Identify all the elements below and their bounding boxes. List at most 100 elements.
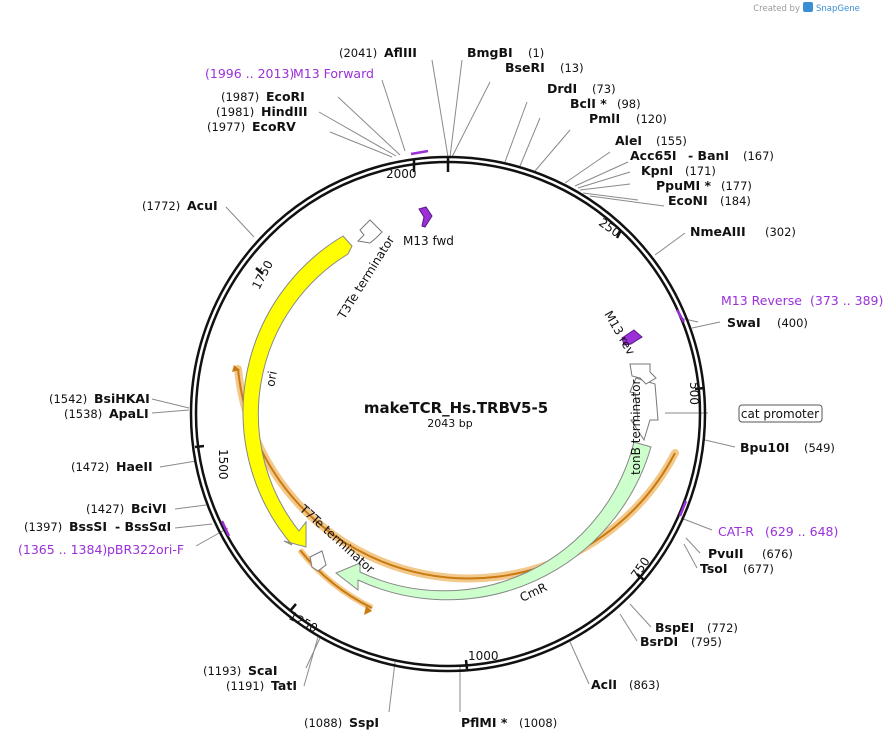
site-pmli: PmlI <box>589 111 620 126</box>
primer-bar-cat-r <box>678 500 688 517</box>
site-alei: AleI <box>615 133 642 148</box>
site-pos-nmeaiii: (302) <box>765 225 796 239</box>
site-bspei: BspEI <box>655 620 694 635</box>
site-afliii: AflIII <box>384 45 417 60</box>
site-ecorv: EcoRV <box>252 119 296 134</box>
site-pos-acui: (1772) <box>142 199 180 213</box>
site-drdi: DrdI <box>547 81 577 96</box>
orf-inner-arc <box>299 549 373 609</box>
m13-fwd-label: M13 fwd <box>403 234 454 248</box>
site-apali: ApaLI <box>109 406 149 421</box>
t3te-terminator-arrow <box>356 219 383 244</box>
primer-bar-m13-reverse <box>675 309 686 323</box>
cmr-feature <box>335 441 652 601</box>
tick-500: 500 <box>687 382 701 405</box>
primer-pbr322ori-f: pBR322ori-F <box>107 542 184 557</box>
site-pos-ecori: (1987) <box>221 90 259 104</box>
site-pos-econi: (184) <box>720 194 751 208</box>
site-pos-hindiii: (1981) <box>216 105 254 119</box>
site-pos-scai: (1193) <box>203 664 241 678</box>
site-pos-kpni: (171) <box>685 164 716 178</box>
tonb-terminator-label: tonB terminator <box>629 379 643 475</box>
site-pos-tsoi: (677) <box>743 562 774 576</box>
primer-cat-r: CAT-R <box>718 524 754 539</box>
primer-bar-m13-forward <box>410 149 429 156</box>
site-pos-haeii: (1472) <box>71 460 109 474</box>
site-pos-tati: (1191) <box>226 679 264 693</box>
plasmid-name: makeTCR_Hs.TRBV5-5 <box>364 399 548 417</box>
site-bseri: BseRI <box>505 60 545 75</box>
site-pos-bmgbi: (1) <box>528 46 544 60</box>
orf-inner-arrowhead <box>364 606 372 615</box>
plasmid-length: 2043 bp <box>427 417 472 430</box>
cat-promoter-label: cat promoter <box>741 407 819 421</box>
ori-label: ori <box>263 370 279 388</box>
site-pos-bcivi: (1427) <box>86 502 124 516</box>
snapgene-logo-icon <box>803 2 813 12</box>
created-by-text: Created by <box>753 4 800 14</box>
m13-fwd-arrow <box>418 206 433 228</box>
site-pos-bcli: (98) <box>617 97 641 111</box>
site-bpu10i: Bpu10I <box>740 440 789 455</box>
orf-arrowhead <box>232 365 240 372</box>
site-pos-pflmi: (1008) <box>519 716 557 730</box>
site-pos-drdi: (73) <box>592 82 616 96</box>
primer-m13-forward: M13 Forward <box>293 66 374 81</box>
site-pos-pvuii: (676) <box>762 547 793 561</box>
snapgene-brand: SnapGene <box>816 4 860 14</box>
site-acli: AclI <box>591 677 617 692</box>
primer-m13-reverse: M13 Reverse <box>721 293 802 308</box>
site-pos-bpu10i: (549) <box>804 441 835 455</box>
site-pos-afliii: (2041) <box>339 46 377 60</box>
tick-1250: 1250 <box>286 609 320 636</box>
site-tsoi: TsoI <box>700 561 728 576</box>
site-bsssai: - BssSαI <box>115 519 171 534</box>
tonb-terminator-arrow <box>629 377 659 442</box>
site-acc65i: Acc65I <box>630 148 677 163</box>
site-pos-bsihkai: (1542) <box>49 392 87 406</box>
site-pos-bspei: (772) <box>707 621 738 635</box>
tick-1000: 1000 <box>468 649 499 663</box>
site-pos-sspi: (1088) <box>304 716 342 730</box>
ori-feature <box>242 235 353 548</box>
site-econi: EcoNI <box>668 193 708 208</box>
site-pos-bsssi: (1397) <box>24 520 62 534</box>
primer-range-pbr322ori-f: (1365 .. 1384) <box>18 542 107 557</box>
tick-750: 750 <box>628 555 653 582</box>
site-pflmi: PflMI * <box>461 715 508 730</box>
tick-1750: 1750 <box>249 258 276 292</box>
t7te-terminator-arrow <box>309 550 327 572</box>
site-acui: AcuI <box>187 198 218 213</box>
site-pvuii: PvuII <box>708 546 744 561</box>
site-pos-bani: (167) <box>743 149 774 163</box>
site-ppumi: PpuMI * <box>656 178 711 193</box>
tick-2000: 2000 <box>386 167 417 181</box>
site-pos-bseri: (13) <box>560 61 584 75</box>
site-haeii: HaeII <box>116 459 153 474</box>
cat-promoter-box <box>738 404 823 423</box>
site-tati: TatI <box>271 678 297 693</box>
site-pos-acli: (863) <box>629 678 660 692</box>
site-kpni: KpnI <box>641 163 673 178</box>
site-pos-bsrdi: (795) <box>691 635 722 649</box>
primer-bar-pbr322ori-f <box>220 520 231 537</box>
site-pos-ppumi: (177) <box>721 179 752 193</box>
site-bcli: BclI * <box>570 96 607 111</box>
primer-range-m13-forward: (1996 .. 2013) <box>205 66 294 81</box>
site-scai: ScaI <box>248 663 278 678</box>
site-bmgbi: BmgBI <box>467 45 513 60</box>
site-bani: - BanI <box>688 148 729 163</box>
site-swai: SwaI <box>727 315 761 330</box>
site-bsssi: BssSI <box>69 519 107 534</box>
t7te-terminator-label: T7Te terminator <box>296 501 377 576</box>
site-ecori: EcoRI <box>266 89 305 104</box>
primer-range-cat-r: (629 .. 648) <box>765 524 838 539</box>
site-bcivi: BciVI <box>131 501 167 516</box>
m13-rev-arrow <box>621 329 643 346</box>
tonb-terminator-tail <box>629 363 657 385</box>
site-sspi: SspI <box>349 715 379 730</box>
site-pos-alei: (155) <box>656 134 687 148</box>
primer-range-m13-reverse: (373 .. 389) <box>810 293 883 308</box>
site-leaders <box>151 59 736 713</box>
